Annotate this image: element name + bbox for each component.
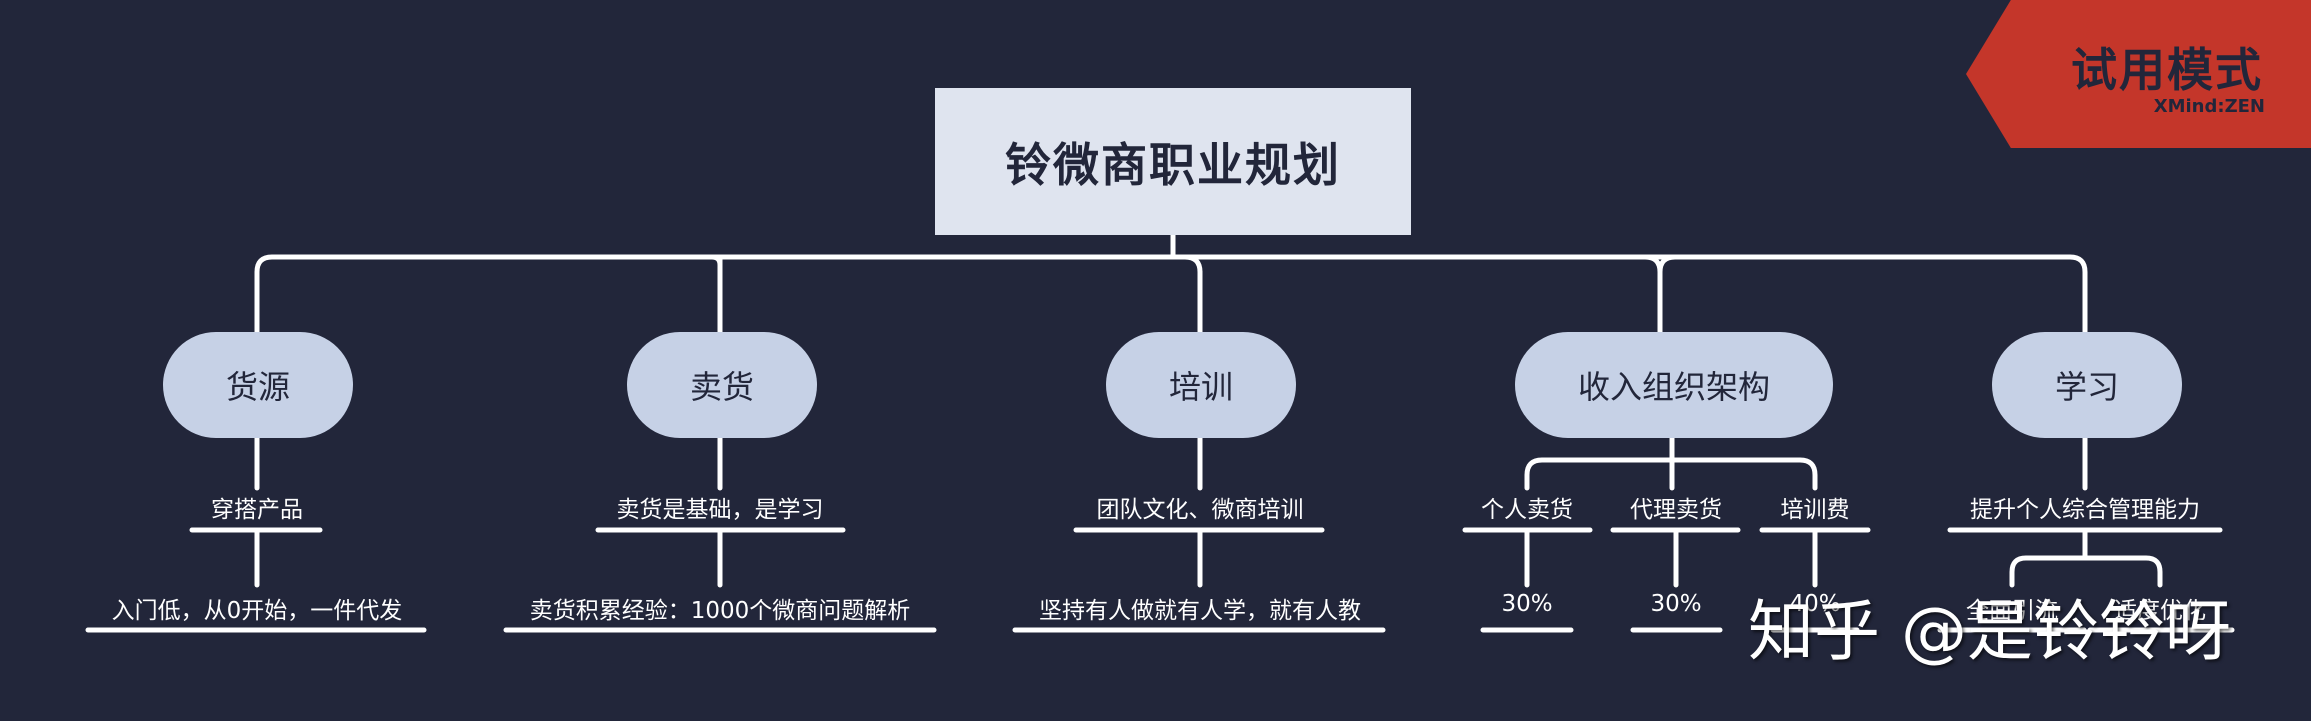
subtopic-apparel-products[interactable]: 穿搭产品 <box>211 497 303 523</box>
subtopic-management-ability[interactable]: 提升个人综合管理能力 <box>1970 497 2200 523</box>
value-agent-sales: 30% <box>1650 591 1702 617</box>
branch-topic-learning[interactable]: 学习 <box>1992 332 2182 438</box>
subtopic-full-traffic[interactable]: 全面引流 <box>1966 598 2058 624</box>
subtopic-training-fee[interactable]: 培训费 <box>1780 497 1850 523</box>
trial-mode-title: 试用模式 <box>2071 43 2263 97</box>
value-training-fee: 40% <box>1789 591 1841 617</box>
subtopic-personal-sales[interactable]: 个人卖货 <box>1481 497 1573 523</box>
branch-topic-income-structure[interactable]: 收入组织架构 <box>1515 332 1833 438</box>
xmind-zen-logo: XMind:ZEN <box>2153 96 2265 117</box>
trial-mode-badge <box>1966 0 2311 148</box>
branch-topic-supply[interactable]: 货源 <box>163 332 353 438</box>
branch-topic-selling[interactable]: 卖货 <box>627 332 817 438</box>
value-personal-sales: 30% <box>1501 591 1553 617</box>
subtopic-selling-is-basis[interactable]: 卖货是基础，是学习 <box>616 497 824 523</box>
subtopic-agent-sales[interactable]: 代理卖货 <box>1630 497 1722 523</box>
subtopic-low-entry-dropship[interactable]: 入门低，从0开始，一件代发 <box>111 598 403 624</box>
branch-topic-training[interactable]: 培训 <box>1106 332 1296 438</box>
subtopic-persistence[interactable]: 坚持有人做就有人学，就有人教 <box>1039 598 1361 624</box>
root-topic[interactable]: 铃微商职业规划 <box>935 88 1411 235</box>
zhihu-watermark: 知乎 @是铃铃呀 <box>1748 593 2231 670</box>
subtopic-selling-experience[interactable]: 卖货积累经验：1000个微商问题解析 <box>529 598 911 624</box>
subtopic-moderate-optimization[interactable]: 适度优化 <box>2114 598 2206 624</box>
subtopic-team-culture[interactable]: 团队文化、微商培训 <box>1096 497 1304 523</box>
